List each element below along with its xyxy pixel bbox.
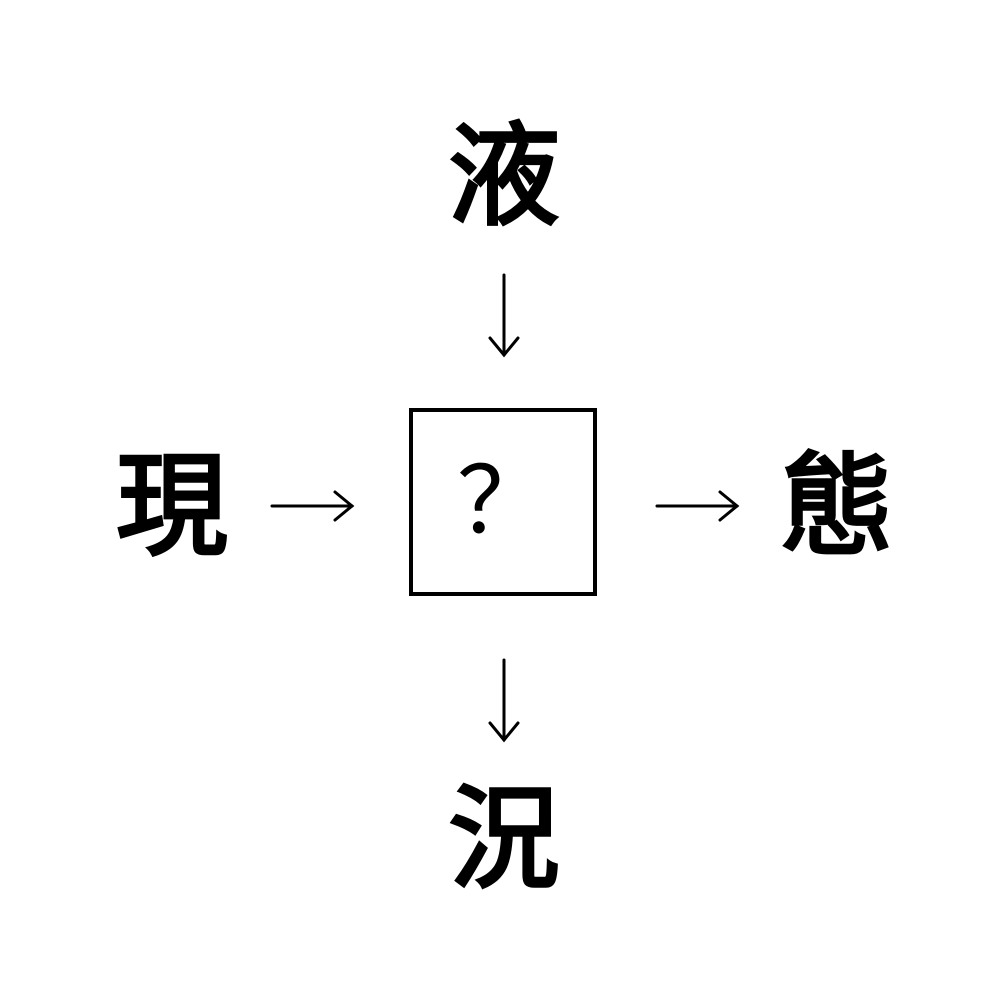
arrow-right-icon bbox=[655, 490, 740, 522]
kanji-left: 現 bbox=[116, 442, 228, 572]
arrow-down-icon bbox=[488, 658, 520, 743]
answer-box[interactable]: ？ bbox=[409, 408, 597, 596]
arrow-down-icon bbox=[488, 273, 520, 358]
kanji-bottom: 況 bbox=[448, 775, 560, 905]
arrow-right-icon bbox=[270, 490, 355, 522]
kanji-top: 液 bbox=[448, 112, 560, 242]
kanji-right: 態 bbox=[781, 442, 893, 572]
question-mark: ？ bbox=[456, 448, 549, 555]
